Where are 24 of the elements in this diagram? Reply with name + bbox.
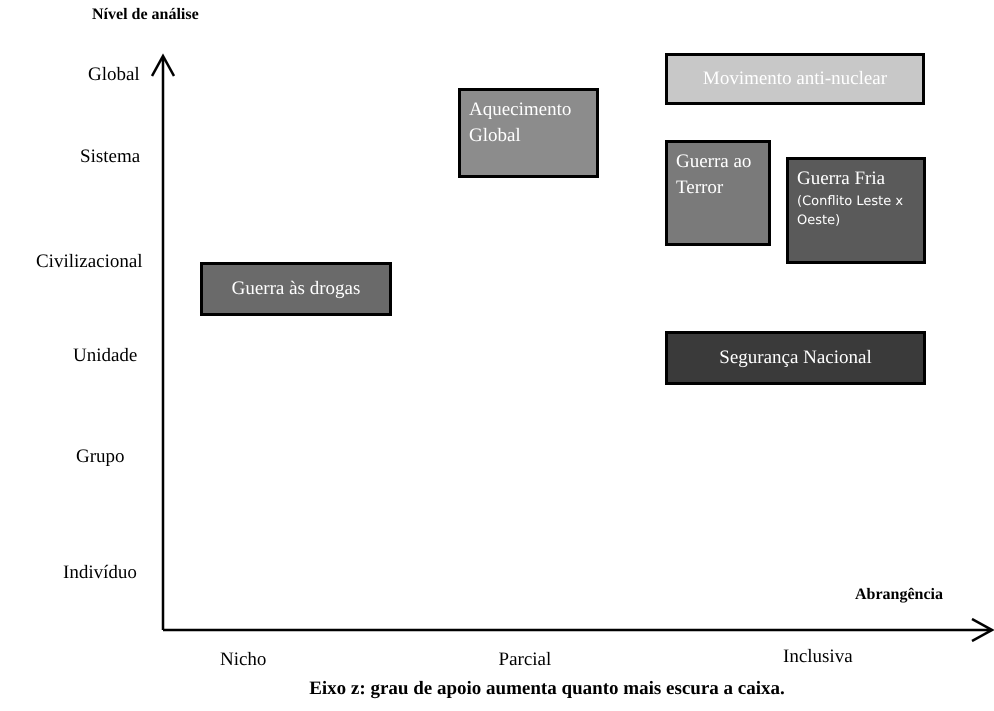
axis-tick-label: Sistema xyxy=(80,146,140,168)
topic-box xyxy=(200,262,392,316)
box-subtitle: (Conflito Leste x Oeste) xyxy=(797,192,904,230)
topic-box xyxy=(665,331,926,385)
axis-title: Abrangência xyxy=(855,586,943,604)
box-title: Guerra ao Terror xyxy=(676,150,752,200)
axis-tick-label: Inclusiva xyxy=(783,646,853,668)
axis-title: Nível de análise xyxy=(92,6,199,24)
box-title: Aquecimento Global xyxy=(469,98,572,148)
axis-tick-label: Unidade xyxy=(73,345,138,367)
axis-tick-label: Indivíduo xyxy=(63,562,137,584)
box-title: Guerra Fria xyxy=(797,167,886,191)
axis-tick-label: Global xyxy=(88,64,140,86)
topic-box xyxy=(665,53,925,105)
topic-box xyxy=(786,157,926,264)
axis-tick-label: Parcial xyxy=(498,649,552,671)
caption: Eixo z: grau de apoio aumenta quanto mais escura a caixa. xyxy=(309,678,785,700)
topic-box xyxy=(665,140,771,246)
axis-tick-label: Grupo xyxy=(76,446,125,468)
axis-tick-label: Civilizacional xyxy=(36,251,143,273)
box-title: Guerra às drogas xyxy=(232,277,360,302)
box-title: Segurança Nacional xyxy=(719,346,872,370)
axis-tick-label: Nicho xyxy=(220,649,266,671)
topic-box xyxy=(458,88,599,178)
